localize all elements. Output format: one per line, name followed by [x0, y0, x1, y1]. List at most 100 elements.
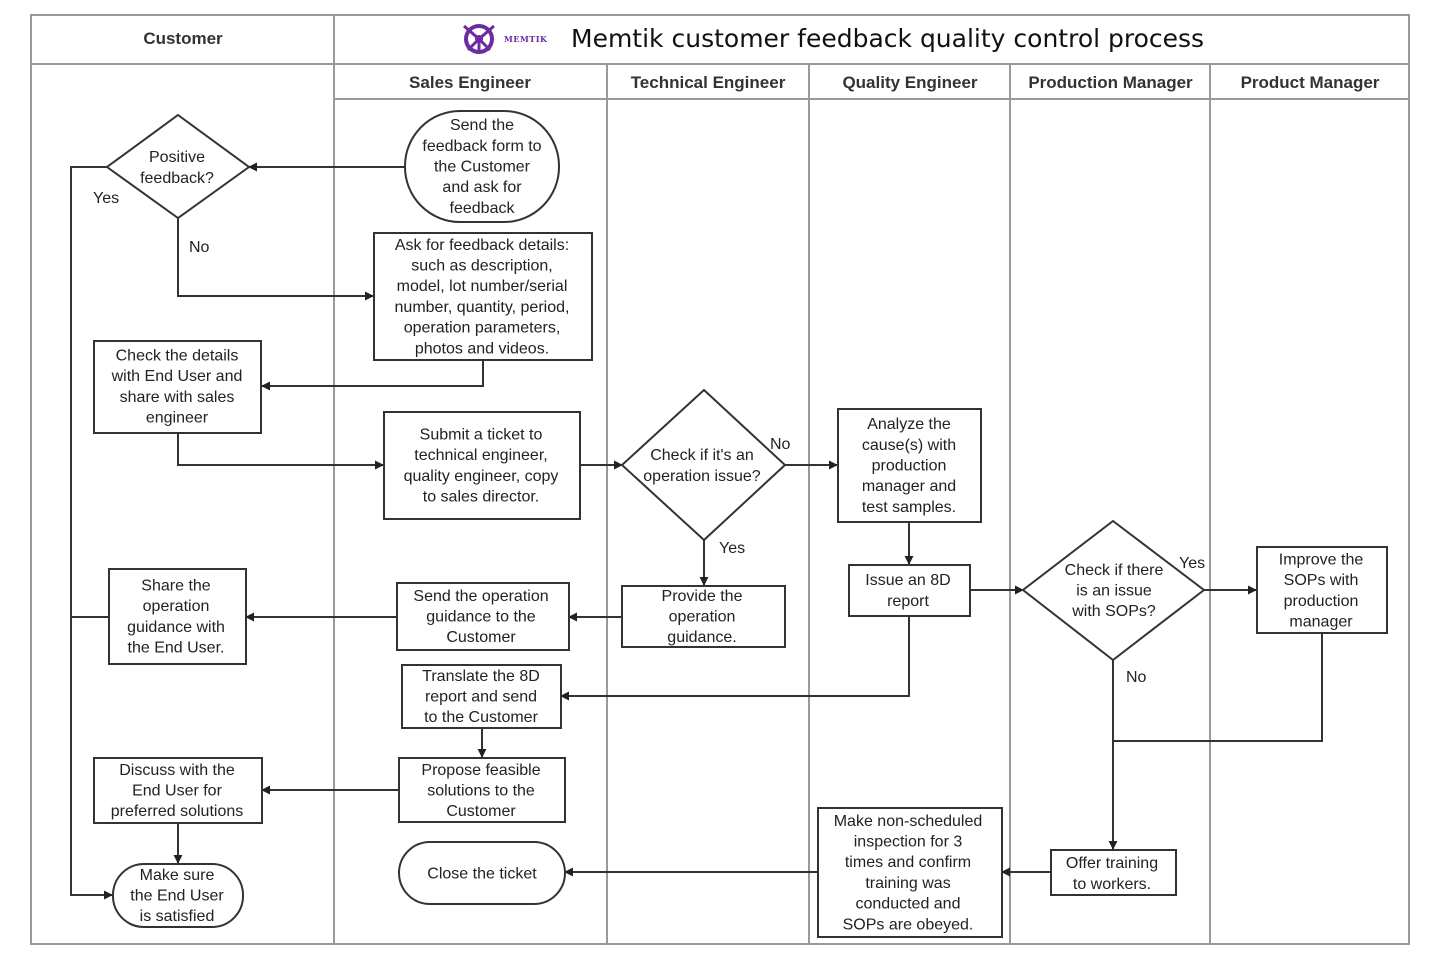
- node-label-line: share with sales: [120, 389, 235, 406]
- node-label-line: the Customer: [434, 159, 531, 176]
- edge-positive-no-to-ask-details: [177, 218, 374, 301]
- node-label-line: test samples.: [862, 499, 956, 516]
- node-label-line: Ask for feedback details:: [395, 237, 569, 254]
- node-label-line: is an issue: [1076, 583, 1152, 600]
- edge-labels: Yes No No Yes Yes No: [93, 190, 1205, 686]
- node-label-line: guidance with: [127, 619, 225, 636]
- node-label-line: operation: [669, 609, 736, 626]
- node-label-line: Share the: [141, 578, 210, 595]
- node-label-line: Make sure: [140, 867, 215, 884]
- edge-issue-8d-to-translate: [560, 616, 910, 701]
- node-label-line: Improve the: [1279, 552, 1364, 569]
- node-label-line: Issue an 8D: [865, 572, 950, 589]
- node-label-line: report and send: [425, 689, 537, 706]
- node-label-line: Customer: [446, 629, 516, 646]
- node-label-positive: Positive feedback?: [140, 149, 214, 187]
- node-label-line: such as description,: [411, 257, 552, 274]
- node-label-line: with End User and: [111, 368, 243, 385]
- node-label-check-details: Check the details with End User and share …: [111, 347, 243, 426]
- edge-ask-details-to-check-details: [261, 360, 484, 391]
- node-label-line: feedback form to: [422, 138, 541, 155]
- node-close-ticket-shape: [398, 841, 566, 905]
- node-label-translate-8d: Translate the 8D report and send to the Cu…: [422, 668, 540, 726]
- node-analyze-shape: [837, 408, 982, 523]
- node-improve-sops-shape: [1256, 546, 1388, 634]
- lane-title-sales-engineer: Sales Engineer: [409, 73, 531, 92]
- node-make-sure-shape: [112, 863, 244, 928]
- edge-label-positive-yes: Yes: [93, 190, 119, 207]
- node-label-line: engineer: [146, 410, 209, 427]
- node-label-line: End User for: [132, 783, 222, 800]
- node-label-line: Translate the 8D: [422, 668, 540, 685]
- node-label-line: Close the ticket: [427, 866, 537, 883]
- node-send-form-shape: [404, 110, 560, 223]
- node-label-line: Offer training: [1066, 855, 1158, 872]
- node-send-guidance-shape: [396, 582, 570, 651]
- node-label-line: the End User.: [128, 640, 225, 657]
- node-label-line: quality engineer, copy: [404, 468, 559, 485]
- node-translate-8d-shape: [401, 664, 562, 729]
- node-label-line: operation: [143, 598, 210, 615]
- edge-label-sop-yes: Yes: [1179, 555, 1205, 572]
- node-submit-ticket-shape: [383, 411, 581, 520]
- node-label-line: feedback?: [140, 170, 214, 187]
- node-label-share-guidance: Share the operation guidance with the End U…: [127, 578, 225, 657]
- node-label-line: training was: [865, 875, 950, 892]
- node-issue-8d-shape: [848, 564, 971, 617]
- node-sop-issue-shape: [1021, 519, 1206, 662]
- lane-title-technical-engineer: Technical Engineer: [630, 73, 786, 92]
- node-label-line: cause(s) with: [862, 437, 956, 454]
- memtik-logo-icon: [463, 24, 495, 54]
- node-label-line: Discuss with the: [119, 762, 235, 779]
- node-label-line: Positive: [149, 149, 205, 166]
- swimlane-frame: [30, 14, 1410, 945]
- edge-label-operation-no: No: [770, 436, 791, 453]
- node-label-line: feedback: [450, 200, 516, 217]
- lane-title-quality-engineer: Quality Engineer: [842, 73, 978, 92]
- node-label-line: the End User: [130, 888, 224, 905]
- node-label-line: with SOPs?: [1071, 603, 1156, 620]
- node-label-line: Submit a ticket to: [420, 426, 543, 443]
- node-label-line: Check the details: [116, 347, 239, 364]
- lane-title-customer: Customer: [143, 29, 223, 48]
- edge-label-sop-no: No: [1126, 669, 1147, 686]
- node-label-line: conducted and: [856, 896, 961, 913]
- edge-check-details-to-submit-ticket: [177, 433, 384, 470]
- node-label-line: report: [887, 593, 929, 610]
- node-label-line: SOPs with: [1284, 572, 1359, 589]
- node-propose-shape: [398, 757, 566, 823]
- node-label-line: Provide the: [662, 588, 743, 605]
- node-discuss-shape: [93, 757, 263, 824]
- node-positive-shape: [105, 113, 251, 220]
- brand-name: MEMTIK: [504, 34, 548, 44]
- node-label-ask-details: Ask for feedback details: such as descrip…: [395, 237, 570, 357]
- node-inspection-shape: [817, 807, 1003, 938]
- node-label-line: Make non-scheduled: [834, 813, 983, 830]
- node-label-line: Analyze the: [867, 416, 951, 433]
- node-share-guidance-shape: [108, 568, 247, 665]
- node-label-line: Propose feasible: [421, 762, 540, 779]
- node-label-line: model, lot number/serial: [397, 278, 568, 295]
- node-label-line: to the Customer: [424, 709, 539, 726]
- node-label-line: is satisfied: [140, 908, 215, 925]
- edge-label-operation-yes: Yes: [719, 540, 745, 557]
- node-label-line: times and confirm: [845, 854, 971, 871]
- node-label-issue-8d: Issue an 8D report: [865, 572, 950, 610]
- node-label-line: solutions to the: [427, 783, 535, 800]
- node-label-close-ticket: Close the ticket: [427, 866, 537, 883]
- node-label-line: preferred solutions: [111, 803, 244, 820]
- edge-positive-yes-to-make-sure: [70, 166, 113, 900]
